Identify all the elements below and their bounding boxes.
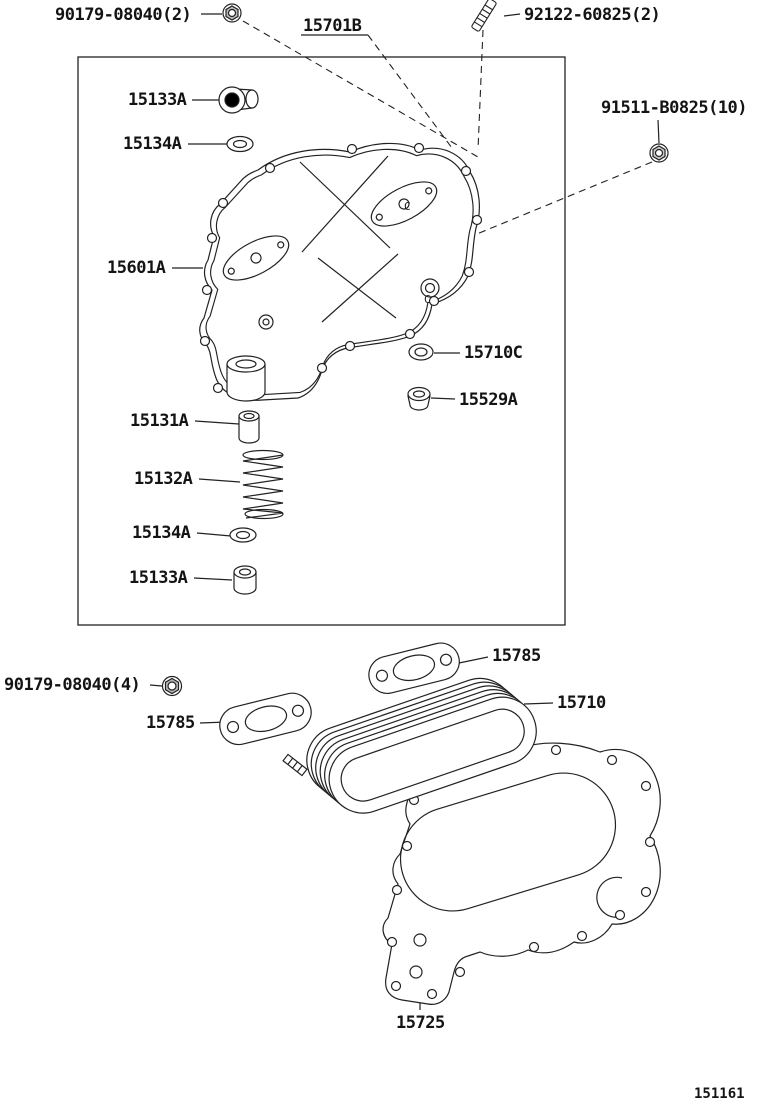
spring-15132A-drawing [242,449,284,520]
part-label-90179-08040-2: 90179-08040(2) [55,5,192,25]
cast-mark-text: C [424,293,431,306]
valve-15131A-drawing [238,410,260,444]
part-label-15131A: 15131A [130,411,189,431]
washer-15134A-bottom-drawing [229,527,257,543]
washer-15134A-top-drawing [226,135,254,153]
flange-15785-left-drawing [219,692,312,746]
part-label-15133A-top: 15133A [128,90,187,110]
part-label-15785-left: 15785 [146,713,195,733]
part-label-15701B: 15701B [303,16,362,36]
leader-lines [149,13,660,1010]
diagram-code: 151161 [694,1086,745,1102]
part-label-92122-60825-2: 92122-60825(2) [524,5,661,25]
part-label-15710C: 15710C [464,343,523,363]
cast-mark-text: C [404,200,411,213]
cooler-stud-icon [282,753,308,777]
plug-15133A-bottom-drawing [233,565,257,595]
part-label-90179-08040-4: 90179-08040(4) [4,675,141,695]
washer-15710C-drawing [408,343,434,361]
dashed-leader-lines [242,20,653,237]
flange-15785-top-drawing [368,642,460,694]
part-label-15134A-top: 15134A [123,134,182,154]
part-label-15133A-bottom: 15133A [129,568,188,588]
nut-91511-icon [649,143,669,163]
oil-cooler-15710-drawing [282,677,537,814]
part-label-15725: 15725 [396,1013,445,1033]
part-label-91511-B0825-10: 91511-B0825(10) [601,98,748,118]
parts-box [77,56,566,626]
cover-15601A-drawing: C C [199,142,483,402]
part-label-15785-top: 15785 [492,646,541,666]
plug-15133A-top-drawing [218,86,259,114]
part-label-15132A: 15132A [134,469,193,489]
nut-90179-bottom-icon [161,675,183,697]
gasket-15725-drawing [382,742,661,1005]
part-label-15529A: 15529A [459,390,518,410]
nut-90179-top-icon [222,3,242,23]
plug-15529A-drawing [407,386,431,411]
part-label-15601A: 15601A [107,258,166,278]
part-label-15710: 15710 [557,693,606,713]
part-label-15134A-bottom: 15134A [132,523,191,543]
stud-92122-icon [471,0,497,32]
